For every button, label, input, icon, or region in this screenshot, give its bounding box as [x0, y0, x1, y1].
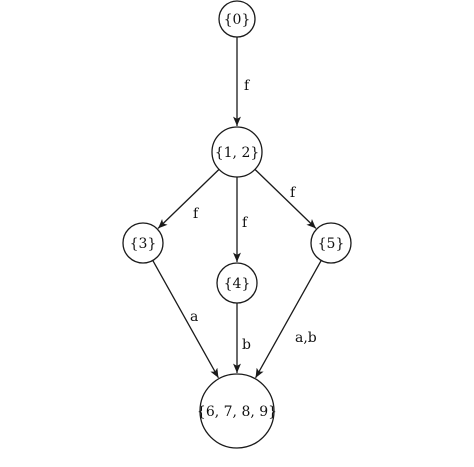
state-node-n6789: {6, 7, 8, 9}: [197, 373, 277, 449]
edge-label-n5-n6789: a,b: [295, 330, 317, 346]
edge-label-n12-n4: f: [242, 215, 249, 231]
state-circle: [199, 373, 275, 449]
state-label: {1, 2}: [215, 145, 260, 161]
state-node-n12: {1, 2}: [211, 126, 263, 178]
state-circle: [211, 126, 263, 178]
state-node-n4: {4}: [216, 262, 258, 304]
edge-label-n12-n5: f: [290, 185, 297, 201]
state-circle: [122, 222, 164, 264]
state-circle: [218, 0, 256, 38]
edge-label-n12-n3: f: [193, 206, 200, 222]
state-label: {3}: [130, 236, 157, 252]
state-label: {5}: [318, 236, 345, 252]
state-label: {6, 7, 8, 9}: [197, 404, 277, 420]
edge-label-n3-n6789: a: [190, 309, 198, 325]
state-label: {4}: [224, 276, 251, 292]
edge-arrow-n3-n6789: [152, 260, 220, 379]
edge-arrow-n12-n3: [157, 168, 220, 229]
nodes-layer: {0} {1, 2} {3} {4} {5} {6, 7, 8, 9}: [122, 0, 352, 449]
state-circle: [216, 262, 258, 304]
state-circle: [310, 222, 352, 264]
edge-arrow-n12-n5: [254, 168, 317, 229]
state-label: {0}: [224, 12, 251, 28]
state-node-n3: {3}: [122, 222, 164, 264]
state-node-n5: {5}: [310, 222, 352, 264]
edge-label-n4-n6789: b: [242, 337, 251, 353]
edge-arrow-n5-n6789: [254, 260, 322, 379]
edge-label-n0-n12: f: [244, 78, 251, 94]
edges-layer: f f f f a b a,b: [152, 37, 322, 379]
state-node-n0: {0}: [218, 0, 256, 38]
